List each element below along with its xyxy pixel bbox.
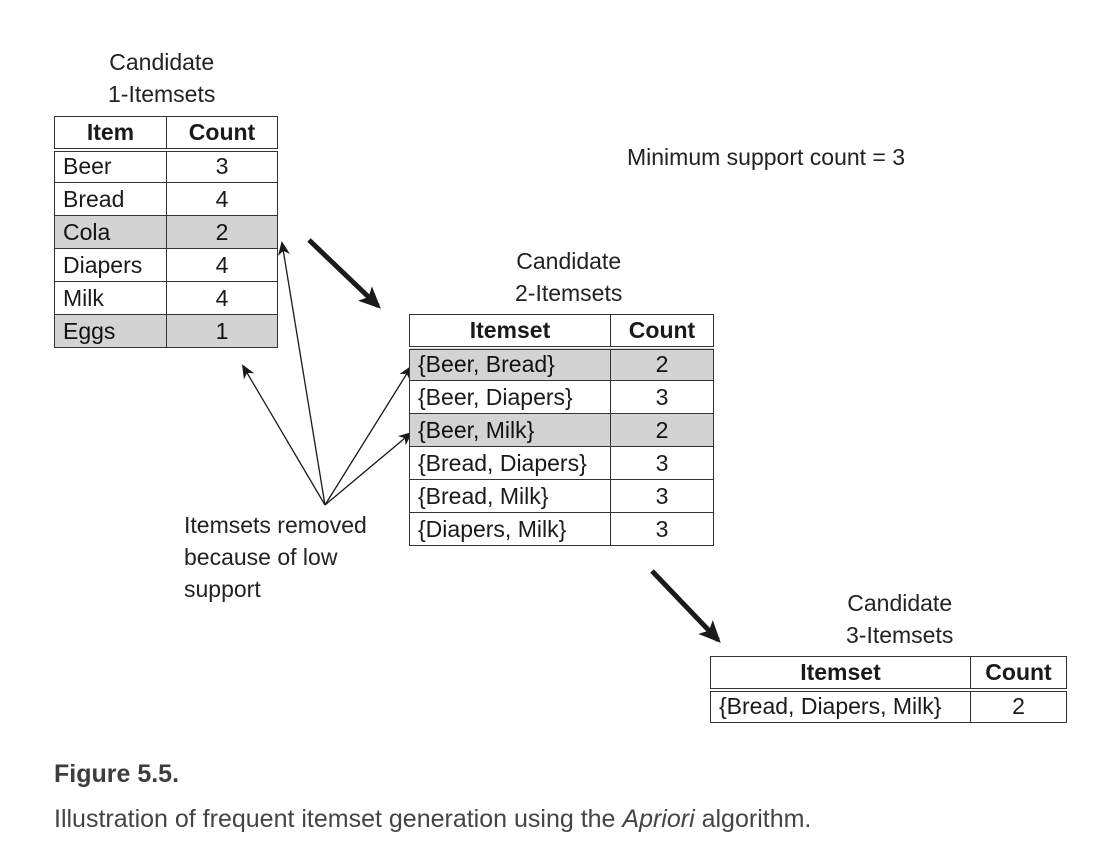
- itemset-cell: {Bread, Diapers}: [409, 446, 611, 480]
- count-cell: 3: [610, 479, 714, 513]
- count-cell: 4: [166, 182, 278, 216]
- itemset-cell: {Diapers, Milk}: [409, 512, 611, 546]
- table3-caption: Candidate 3-Itemsets: [846, 587, 953, 651]
- count-cell: 3: [610, 380, 714, 414]
- table3-body: {Bread, Diapers, Milk}2: [710, 689, 1067, 723]
- table2-caption: Candidate 2-Itemsets: [515, 245, 622, 309]
- table-row: {Bread, Milk}3: [409, 479, 714, 513]
- count-cell: 2: [610, 347, 714, 381]
- removed-note-line1: Itemsets removed: [184, 512, 367, 538]
- pointer-arrow-eggs: [241, 364, 326, 506]
- itemset-cell: {Bread, Diapers, Milk}: [710, 689, 971, 723]
- table1-caption-line1: Candidate: [109, 49, 215, 75]
- column-header-count: Count: [166, 116, 278, 152]
- table-header-row: Itemset Count: [710, 656, 1067, 692]
- column-header-itemset: Itemset: [409, 314, 611, 350]
- table1-caption-line2: 1-Itemsets: [108, 81, 216, 107]
- table-header-row: Item Count: [54, 116, 278, 152]
- table2-caption-line2: 2-Itemsets: [515, 280, 623, 306]
- figure-caption-italic: Apriori: [622, 805, 695, 833]
- table3-caption-line1: Candidate: [847, 590, 953, 616]
- removed-itemsets-note: Itemsets removed because of low support: [184, 509, 367, 605]
- table-row: {Beer, Bread}2: [409, 347, 714, 381]
- count-cell: 2: [610, 413, 714, 447]
- figure-caption-suffix: algorithm.: [694, 805, 812, 833]
- column-header-item: Item: [54, 116, 167, 152]
- itemset-cell: {Bread, Milk}: [409, 479, 611, 513]
- column-header-count: Count: [610, 314, 714, 350]
- candidate-3-itemsets-table: Itemset Count {Bread, Diapers, Milk}2: [710, 656, 1067, 723]
- pointer-arrow-beer-milk: [324, 431, 413, 506]
- count-cell: 3: [610, 512, 714, 546]
- count-cell: 2: [166, 215, 278, 249]
- table-row: {Bread, Diapers, Milk}2: [710, 689, 1067, 723]
- removed-note-line2: because of low: [184, 544, 338, 570]
- table3-caption-line2: 3-Itemsets: [846, 622, 954, 648]
- table2-caption-line1: Candidate: [516, 248, 622, 274]
- count-cell: 1: [166, 314, 278, 348]
- count-cell: 4: [166, 281, 278, 315]
- count-cell: 4: [166, 248, 278, 282]
- column-header-count: Count: [970, 656, 1067, 692]
- table1-caption: Candidate 1-Itemsets: [108, 46, 215, 110]
- itemset-cell: {Beer, Bread}: [409, 347, 611, 381]
- figure-caption-prefix: Illustration of frequent itemset generat…: [54, 805, 623, 833]
- itemset-cell: Milk: [54, 281, 167, 315]
- flow-arrow-2-to-3: [650, 569, 721, 643]
- itemset-cell: {Beer, Milk}: [409, 413, 611, 447]
- count-cell: 2: [970, 689, 1067, 723]
- table-row: {Diapers, Milk}3: [409, 512, 714, 546]
- figure-caption: Illustration of frequent itemset generat…: [54, 805, 811, 834]
- itemset-cell: Diapers: [54, 248, 167, 282]
- table-row: {Bread, Diapers}3: [409, 446, 714, 480]
- candidate-2-itemsets-table: Itemset Count {Beer, Bread}2{Beer, Diape…: [409, 314, 714, 546]
- itemset-cell: {Beer, Diapers}: [409, 380, 611, 414]
- table-row: {Beer, Diapers}3: [409, 380, 714, 414]
- count-cell: 3: [610, 446, 714, 480]
- pointer-arrow-beer-bread: [324, 365, 413, 506]
- itemset-cell: Cola: [54, 215, 167, 249]
- column-header-itemset: Itemset: [710, 656, 971, 692]
- table2-body: {Beer, Bread}2{Beer, Diapers}3{Beer, Mil…: [409, 347, 714, 546]
- table-header-row: Itemset Count: [409, 314, 714, 350]
- pointer-arrow-cola: [278, 241, 326, 506]
- figure-title: Figure 5.5.: [54, 760, 180, 788]
- removed-note-line3: support: [184, 576, 261, 602]
- itemset-cell: Beer: [54, 149, 167, 183]
- minimum-support-label: Minimum support count = 3: [627, 144, 906, 170]
- flow-arrow-1-to-2: [307, 238, 381, 309]
- table-row: {Beer, Milk}2: [409, 413, 714, 447]
- itemset-cell: Bread: [54, 182, 167, 216]
- itemset-cell: Eggs: [54, 314, 167, 348]
- count-cell: 3: [166, 149, 278, 183]
